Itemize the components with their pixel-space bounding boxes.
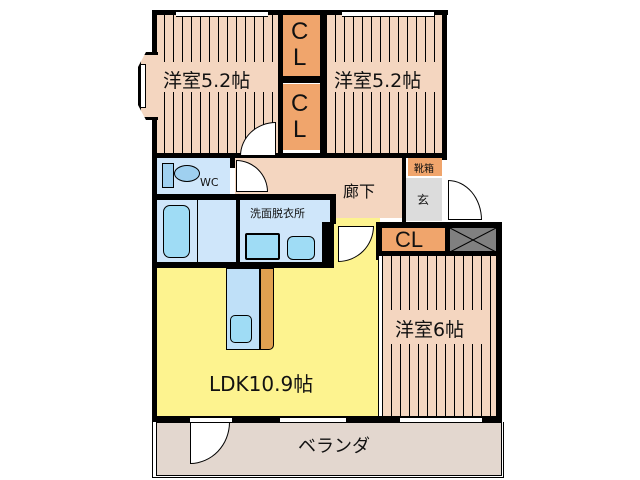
window-room2 (342, 11, 434, 17)
western-room-2-label: 洋室5.2帖 (334, 70, 422, 92)
balcony-label: ベランダ (298, 436, 370, 457)
sliding-partition[interactable] (378, 256, 383, 416)
window-room1 (176, 11, 268, 17)
door-entrance[interactable] (448, 180, 482, 220)
washroom-label: 洗面脱衣所 (250, 207, 305, 220)
window-ldk[interactable] (280, 417, 346, 423)
closet-3-label: CL (395, 227, 424, 252)
entrance (405, 178, 442, 221)
washing-machine-icon (245, 233, 280, 260)
toilet-bowl-icon (174, 165, 200, 182)
kitchen-sink-icon (230, 315, 252, 343)
washroom-notch (322, 222, 334, 264)
wall-right-upper (442, 10, 447, 160)
hallway-label: 廊下 (343, 182, 376, 201)
wall-wet-bottom (152, 262, 334, 268)
bay-window-glass (140, 64, 146, 108)
wall-right-lower (496, 224, 502, 420)
label-bg (332, 62, 442, 92)
wall-hall-bottom (376, 222, 502, 228)
wall-washroom-right (330, 194, 336, 224)
window-room3[interactable] (400, 417, 482, 423)
closet-2-label-c: C (291, 90, 309, 117)
shoe-cabinet-label: 靴箱 (414, 164, 434, 175)
wall-bath-right (236, 200, 240, 264)
closet-3 (381, 228, 445, 252)
wall-ldk-right (376, 222, 382, 260)
wall-closet-left (278, 10, 283, 158)
closet-1-label-c: C (291, 18, 309, 45)
wall-closet-right (320, 10, 327, 158)
bath-divider (197, 200, 198, 262)
wall-left-upper (152, 10, 157, 54)
ldk-label: LDK10.9帖 (209, 372, 314, 396)
closet-2 (283, 84, 320, 150)
label-bg (160, 62, 274, 92)
wall-pipe-left (445, 222, 450, 256)
toilet-tank-icon (162, 163, 174, 188)
wall-toilet-bottom (152, 194, 336, 200)
balcony-outer-rail (152, 422, 504, 478)
shoe-cabinet (408, 158, 442, 176)
label-bg (390, 310, 490, 344)
wall-top (152, 10, 448, 15)
wall-closet-mid (278, 76, 326, 83)
western-room-1-label: 洋室5.2帖 (163, 70, 251, 92)
pipe-space (449, 227, 497, 253)
western-room-3-label: 洋室6帖 (395, 319, 465, 341)
pipe-space-cross-icon (449, 227, 497, 253)
wall-entrance-left (402, 158, 406, 224)
entrance-label: 玄 (417, 193, 430, 207)
closet-1 (283, 14, 320, 76)
wall-toilet-right (230, 158, 235, 168)
toilet-label: WC (200, 176, 219, 189)
wall-left-lower (152, 118, 157, 422)
closet-2-label-l: L (293, 116, 307, 143)
closet-1-label-l: L (293, 44, 307, 71)
door-room1[interactable] (240, 122, 276, 156)
wash-basin-icon (287, 236, 315, 260)
kitchen-counter-wood (260, 268, 274, 350)
wall-closet3-bottom (380, 251, 498, 256)
bathtub-icon (163, 205, 190, 258)
wall-upper-rooms-bottom (152, 153, 446, 158)
